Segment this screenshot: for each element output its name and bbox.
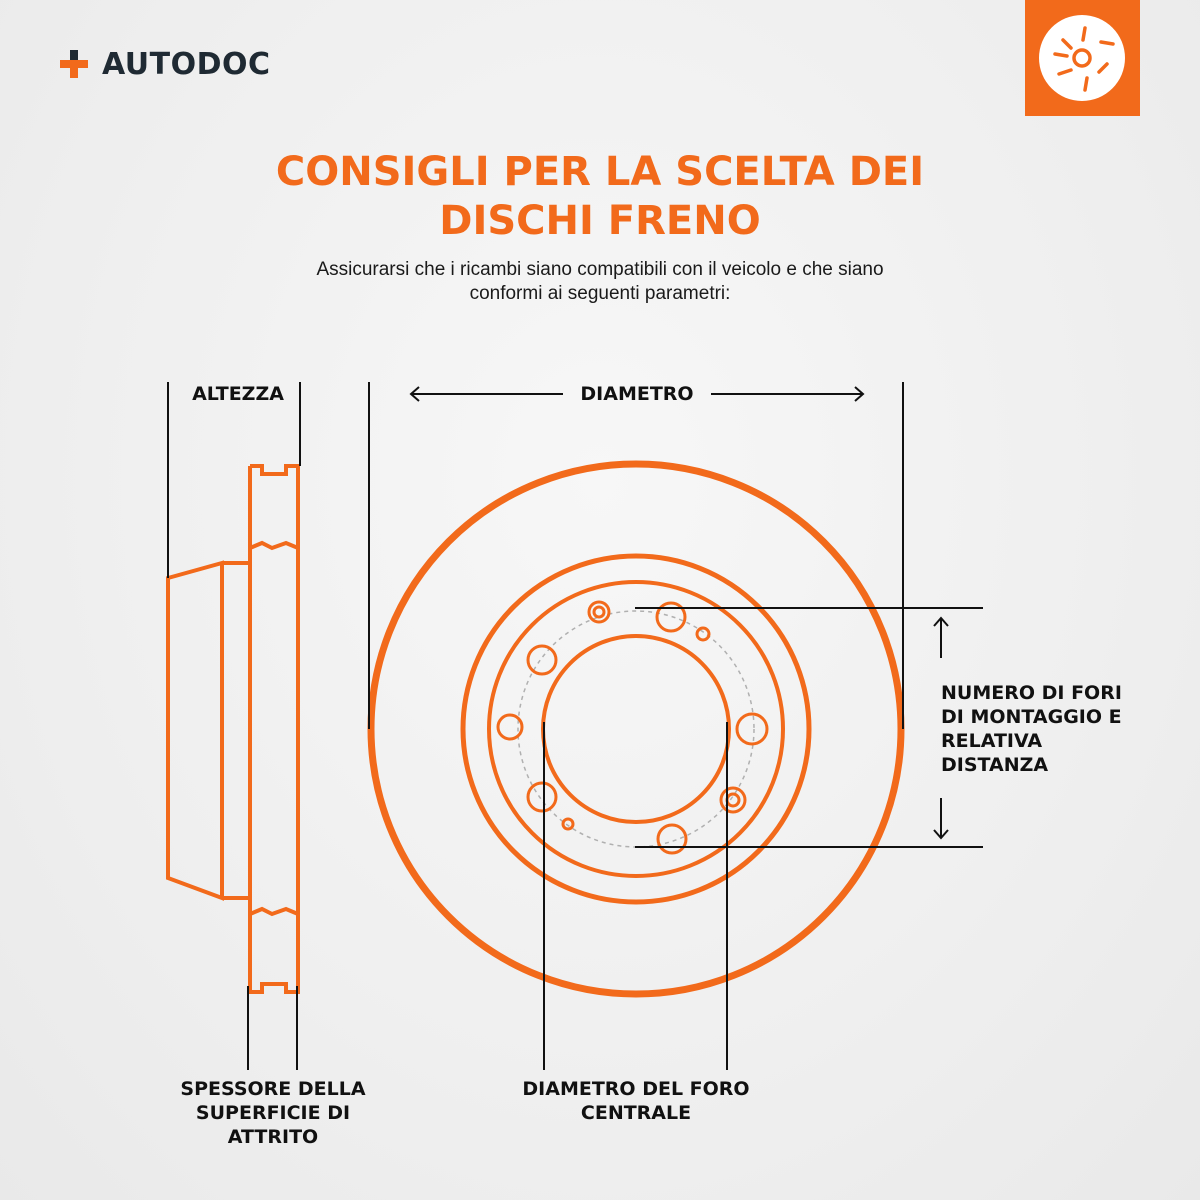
mounting-hole [526, 644, 558, 676]
label-height: ALTEZZA [192, 383, 284, 405]
mounting-hole [526, 781, 558, 813]
label-mounting-holes: NUMERO DI FORI DI MONTAGGIO E RELATIVA D… [941, 682, 1122, 776]
page-subtitle: Assicurarsi che i ricambi siano compatib… [316, 259, 884, 304]
disc-hat-ring [487, 580, 785, 878]
disc-friction-inner-ring [460, 553, 812, 905]
disc-front-view [367, 460, 905, 998]
holes-distance-arrows [933, 616, 949, 840]
mounting-hole [695, 626, 711, 642]
label-friction-thickness: SPESSORE DELLA SUPERFICIE DI ATTRITO [180, 1078, 366, 1148]
center-bore [541, 634, 731, 824]
plus-icon [60, 50, 88, 78]
brake-disc-icon [1039, 15, 1125, 101]
autodoc-logo: AUTODOC [60, 44, 271, 84]
label-diameter: DIAMETRO [580, 383, 694, 405]
mounting-hole [719, 786, 747, 814]
side-measure-lines [167, 382, 301, 1070]
brake-disc-badge [1025, 0, 1140, 116]
page-title: CONSIGLI PER LA SCELTA DEI DISCHI FRENO [275, 149, 925, 244]
mounting-hole [656, 823, 688, 855]
bolt-circle [517, 610, 755, 848]
mounting-hole [592, 605, 606, 619]
mounting-hole [561, 817, 575, 831]
disc-side-profile [166, 464, 300, 994]
brand-name: AUTODOC [102, 46, 271, 82]
diameter-arrows [409, 386, 865, 402]
mounting-hole [587, 600, 611, 624]
disc-outer-ring [367, 460, 905, 998]
mounting-hole [655, 601, 687, 633]
label-center-bore: DIAMETRO DEL FORO CENTRALE [522, 1078, 750, 1124]
mounting-hole [725, 792, 741, 808]
mounting-holes [496, 600, 769, 855]
front-measure-lines [368, 382, 983, 1070]
mounting-hole [496, 713, 524, 741]
mounting-hole [735, 712, 769, 746]
